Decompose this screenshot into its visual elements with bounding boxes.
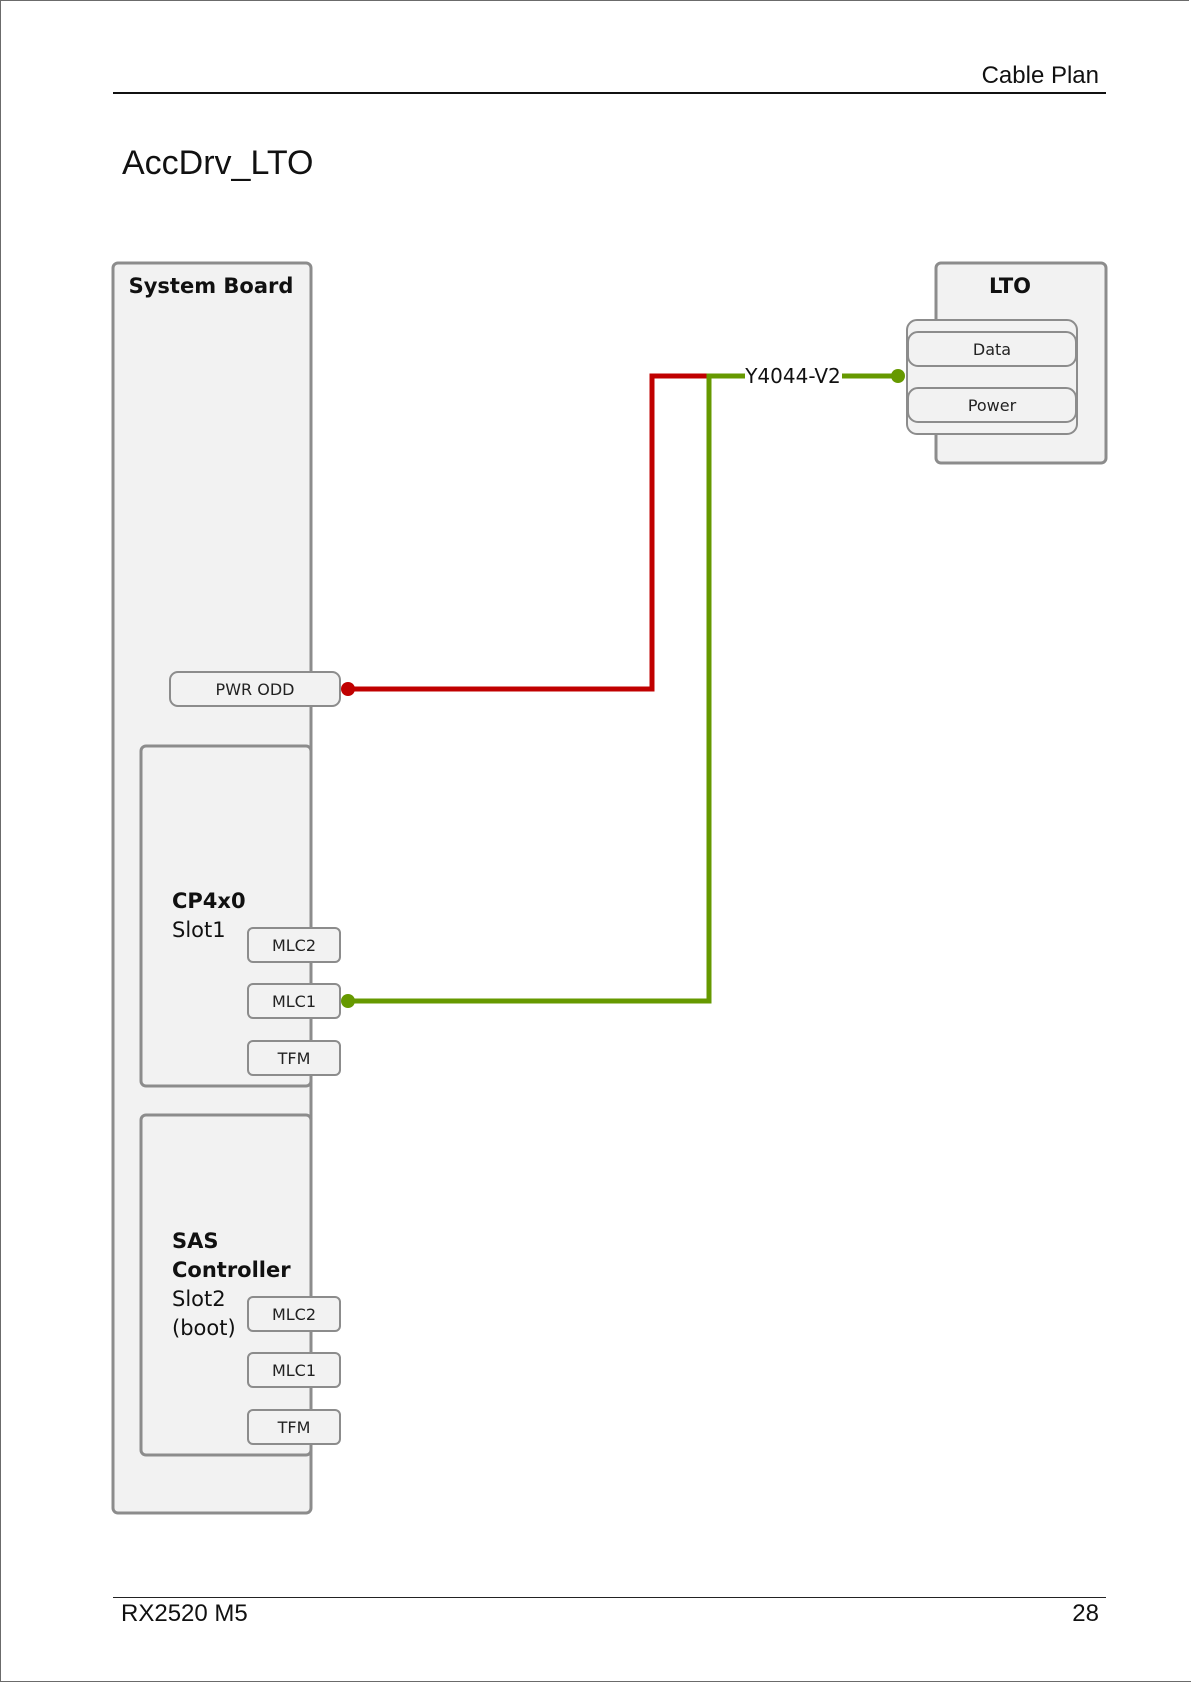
cp4x0-port-mlc1-label: MLC1 — [272, 992, 316, 1011]
sas-port-mlc2-label: MLC2 — [272, 1305, 316, 1324]
system-board-title: System Board — [129, 274, 294, 298]
sas-controller-title-line2: Controller — [172, 1258, 291, 1282]
footer-page-number: 28 — [1072, 1600, 1099, 1628]
cp4x0-port-mlc2-label: MLC2 — [272, 936, 316, 955]
power-cable-line — [348, 376, 708, 689]
cp4x0-controller: CP4x0 Slot1 MLC2 MLC1 TFM — [141, 746, 340, 1086]
cp4x0-slot: Slot1 — [172, 918, 226, 942]
sas-controller-title-line1: SAS — [172, 1229, 219, 1253]
data-cable-endpoint-controller — [341, 994, 355, 1008]
lto-title: LTO — [989, 274, 1031, 298]
cp4x0-port-tfm-label: TFM — [277, 1049, 311, 1068]
sas-controller-boot: (boot) — [172, 1316, 236, 1340]
cable-label: Y4044-V2 — [744, 364, 841, 388]
pwr-odd-label: PWR ODD — [216, 680, 295, 699]
sas-port-mlc1-label: MLC1 — [272, 1361, 316, 1380]
lto-power-port-label: Power — [968, 396, 1017, 415]
sas-port-tfm-label: TFM — [277, 1418, 311, 1437]
sas-controller-slot: Slot2 — [172, 1287, 226, 1311]
cable-y4044-v2: Y4044-V2 — [341, 364, 905, 1008]
sas-controller: SAS Controller Slot2 (boot) MLC2 MLC1 TF… — [141, 1115, 340, 1455]
power-cable-endpoint — [341, 682, 355, 696]
lto-data-port-label: Data — [973, 340, 1011, 359]
sas-controller-box — [141, 1115, 311, 1455]
lto-device: LTO Data Power — [907, 263, 1106, 463]
footer-divider — [113, 1597, 1106, 1598]
cp4x0-title: CP4x0 — [172, 889, 246, 913]
footer-model: RX2520 M5 — [121, 1600, 248, 1628]
cp4x0-box — [141, 746, 311, 1086]
data-cable-endpoint-lto — [891, 369, 905, 383]
